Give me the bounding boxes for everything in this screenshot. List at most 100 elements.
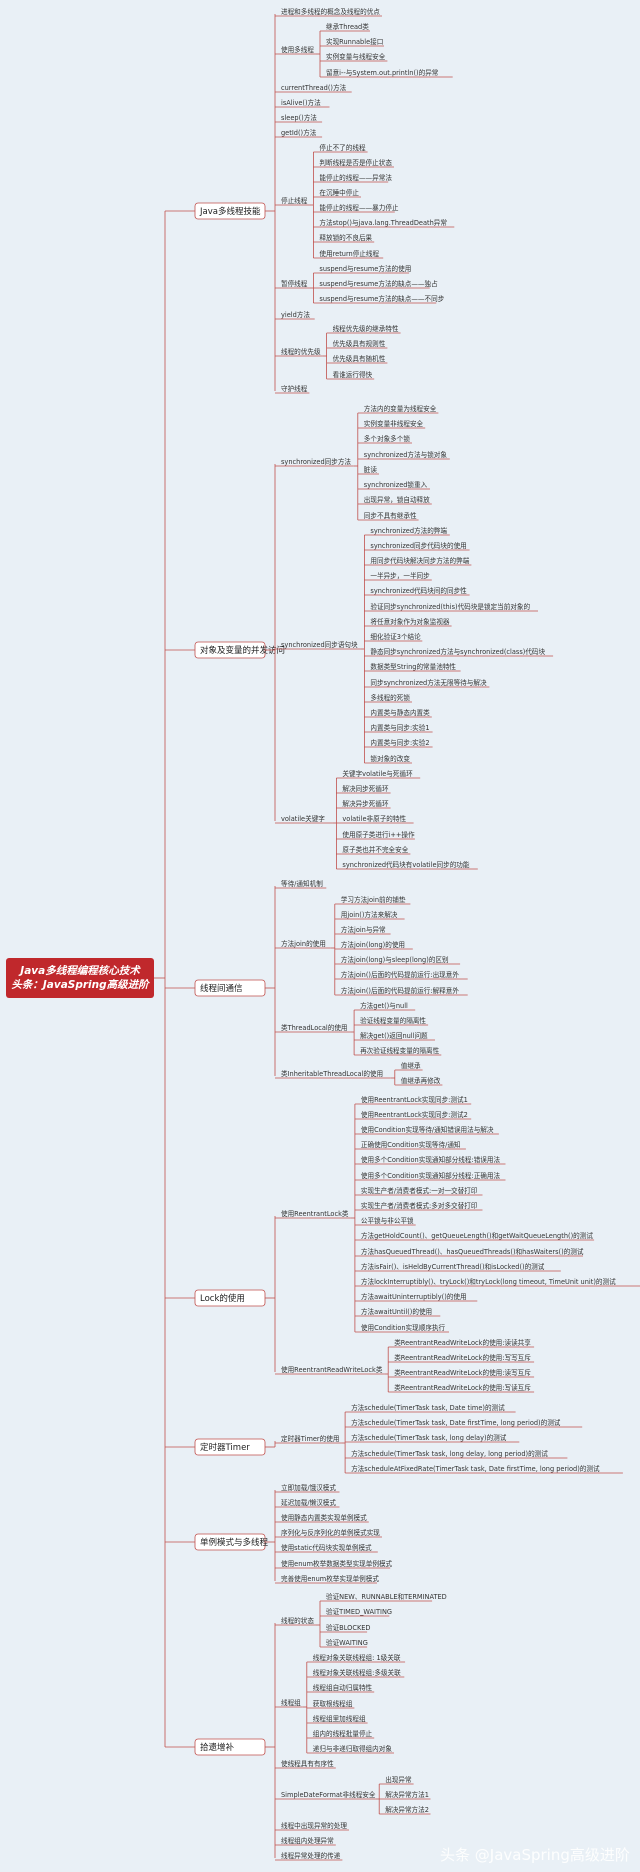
leaf-label[interactable]: 验证同步synchronized(this)代码块是锁定当前对象的 bbox=[370, 602, 530, 611]
leaf-label[interactable]: 多个对象多个锁 bbox=[364, 434, 411, 443]
leaf-label[interactable]: 在沉睡中停止 bbox=[319, 188, 359, 197]
leaf-label[interactable]: 方法schedule(TimerTask task, Date firstTim… bbox=[351, 1418, 561, 1427]
leaf-label[interactable]: 继承Thread类 bbox=[326, 22, 369, 31]
leaf-label[interactable]: 使用Condition实现顺序执行 bbox=[361, 1323, 446, 1332]
leaf-label[interactable]: 线程组自动归属特性 bbox=[313, 1683, 373, 1692]
leaf-label[interactable]: 同步不具有继承性 bbox=[364, 511, 417, 520]
leaf-label[interactable]: 优先级具有随机性 bbox=[333, 354, 386, 363]
leaf-label[interactable]: suspend与resume方法的使用 bbox=[319, 264, 411, 273]
leaf-label[interactable]: yield方法 bbox=[281, 310, 310, 319]
branch-label[interactable]: synchronized同步语句块 bbox=[281, 640, 358, 649]
leaf-label[interactable]: 解决get()返回null问题 bbox=[360, 1031, 428, 1040]
leaf-label[interactable]: 方法lockInterruptibly()、tryLock()和tryLock(… bbox=[361, 1277, 616, 1286]
leaf-label[interactable]: 类ReentrantReadWriteLock的使用:读写互斥 bbox=[394, 1368, 531, 1377]
leaf-label[interactable]: 验证NEW、RUNNABLE和TERMINATED bbox=[326, 1592, 447, 1601]
leaf-label[interactable]: 递归与非递归取得组内对象 bbox=[313, 1744, 393, 1753]
leaf-label[interactable]: 方法schedule(TimerTask task, long delay, l… bbox=[351, 1449, 548, 1458]
leaf-label[interactable]: 用join()方法来解决 bbox=[341, 910, 398, 919]
branch-label[interactable]: synchronized同步方法 bbox=[281, 457, 351, 466]
branch-label[interactable]: 类InheritableThreadLocal的使用 bbox=[281, 1069, 383, 1078]
leaf-label[interactable]: 值继承再修改 bbox=[401, 1076, 441, 1085]
leaf-label[interactable]: 类ReentrantReadWriteLock的使用:写写互斥 bbox=[394, 1353, 531, 1362]
leaf-label[interactable]: 使用return停止线程 bbox=[319, 249, 379, 258]
leaf-label[interactable]: synchronized同步代码块的使用 bbox=[370, 541, 466, 550]
leaf-label[interactable]: 验证WAITING bbox=[326, 1638, 368, 1647]
leaf-label[interactable]: 验证线程变量的隔离性 bbox=[360, 1016, 426, 1025]
leaf-label[interactable]: 方法hasQueuedThread()、hasQueuedThreads()和h… bbox=[361, 1247, 584, 1256]
leaf-label[interactable]: 方法join(long)的使用 bbox=[341, 940, 405, 949]
leaf-label[interactable]: 线程组内处理异常 bbox=[281, 1836, 334, 1845]
leaf-label[interactable]: 解决同步死循环 bbox=[342, 784, 389, 793]
leaf-label[interactable]: 能停止的线程——异常法 bbox=[319, 173, 392, 182]
leaf-label[interactable]: synchronized代码块有volatile同步的功能 bbox=[342, 860, 469, 869]
leaf-label[interactable]: 等待/通知机制 bbox=[281, 879, 323, 888]
leaf-label[interactable]: 方法schedule(TimerTask task, long delay)的测… bbox=[351, 1433, 507, 1442]
leaf-label[interactable]: 原子类也并不完全安全 bbox=[342, 845, 408, 854]
leaf-label[interactable]: 实例变量非线程安全 bbox=[364, 419, 424, 428]
leaf-label[interactable]: 线程对象关联线程组: 1级关联 bbox=[313, 1653, 401, 1662]
branch-label[interactable]: 方法join的使用 bbox=[281, 939, 326, 948]
leaf-label[interactable]: 使线程具有有序性 bbox=[281, 1759, 334, 1768]
leaf-label[interactable]: 方法内的变量为线程安全 bbox=[364, 404, 437, 413]
branch-label[interactable]: 使用ReentrantLock类 bbox=[281, 1209, 349, 1218]
branch-label[interactable]: SimpleDateFormat非线程安全 bbox=[281, 1790, 376, 1799]
category-node[interactable]: Java多线程技能 bbox=[194, 202, 266, 220]
leaf-label[interactable]: 验证TIMED_WAITING bbox=[326, 1607, 392, 1616]
leaf-label[interactable]: 方法stop()与java.lang.ThreadDeath异常 bbox=[319, 218, 447, 227]
leaf-label[interactable]: 学习方法join前的铺垫 bbox=[341, 895, 406, 904]
leaf-label[interactable]: 公平锁与非公平锁 bbox=[361, 1216, 414, 1225]
leaf-label[interactable]: 方法get()与null bbox=[360, 1001, 408, 1010]
leaf-label[interactable]: 锁对象的改变 bbox=[370, 754, 410, 763]
leaf-label[interactable]: 脏读 bbox=[364, 465, 378, 474]
category-node[interactable]: 单例模式与多线程 bbox=[194, 1533, 269, 1551]
leaf-label[interactable]: 使用enum枚举数据类型实现单例模式 bbox=[281, 1559, 393, 1568]
leaf-label[interactable]: 关键字volatile与死循环 bbox=[342, 769, 413, 778]
leaf-label[interactable]: synchronized代码块间的同步性 bbox=[370, 586, 467, 595]
leaf-label[interactable]: synchronized锁重入 bbox=[364, 480, 428, 489]
leaf-label[interactable]: 线程中出现异常的处理 bbox=[281, 1821, 347, 1830]
leaf-label[interactable]: 进程和多线程的概念及线程的优点 bbox=[281, 7, 380, 16]
leaf-label[interactable]: 将任意对象作为对象监视器 bbox=[370, 617, 450, 626]
category-node[interactable]: 拾遗增补 bbox=[194, 1738, 266, 1756]
leaf-label[interactable]: 使用多个Condition实现通知部分线程:正确用法 bbox=[361, 1171, 501, 1180]
leaf-label[interactable]: 实例变量与线程安全 bbox=[326, 52, 386, 61]
category-node[interactable]: 线程间通信 bbox=[194, 979, 266, 997]
leaf-label[interactable]: 方法scheduleAtFixedRate(TimerTask task, Da… bbox=[351, 1464, 600, 1473]
leaf-label[interactable]: 用同步代码块解决同步方法的弊端 bbox=[370, 556, 469, 565]
leaf-label[interactable]: 数据类型String的常量池特性 bbox=[370, 662, 456, 671]
leaf-label[interactable]: suspend与resume方法的缺点——不同步 bbox=[319, 294, 444, 303]
leaf-label[interactable]: 内置类与同步:实验1 bbox=[370, 723, 429, 732]
leaf-label[interactable]: volatile非原子的特性 bbox=[342, 814, 406, 823]
leaf-label[interactable]: 方法awaitUntil()的使用 bbox=[361, 1307, 432, 1316]
leaf-label[interactable]: 再次验证线程变量的隔离性 bbox=[360, 1046, 440, 1055]
leaf-label[interactable]: 正确使用Condition实现等待/通知 bbox=[361, 1140, 461, 1149]
leaf-label[interactable]: 看谁运行得快 bbox=[333, 370, 373, 379]
leaf-label[interactable]: 线程对象关联线程组:多级关联 bbox=[313, 1668, 401, 1677]
leaf-label[interactable]: 细化验证3个结论 bbox=[370, 632, 421, 641]
leaf-label[interactable]: 使用Condition实现等待/通知错误用法与解决 bbox=[361, 1125, 494, 1134]
leaf-label[interactable]: isAlive()方法 bbox=[281, 98, 321, 107]
leaf-label[interactable]: 静态同步synchronized方法与synchronized(class)代码… bbox=[370, 647, 545, 656]
leaf-label[interactable]: 方法awaitUninterruptibly()的使用 bbox=[361, 1292, 467, 1301]
leaf-label[interactable]: 方法join(long)与sleep(long)的区别 bbox=[341, 955, 449, 964]
leaf-label[interactable]: 一半异步，一半同步 bbox=[370, 571, 430, 580]
leaf-label[interactable]: 使用原子类进行i++操作 bbox=[342, 830, 415, 839]
leaf-label[interactable]: 优先级具有规则性 bbox=[333, 339, 386, 348]
leaf-label[interactable]: 使用static代码块实现单例模式 bbox=[281, 1543, 372, 1552]
leaf-label[interactable]: 出现异常，锁自动释放 bbox=[364, 495, 430, 504]
leaf-label[interactable]: 方法join()后面的代码提前运行:解释意外 bbox=[341, 986, 460, 995]
leaf-label[interactable]: 实现Runnable接口 bbox=[326, 37, 383, 46]
category-node[interactable]: Lock的使用 bbox=[194, 1289, 266, 1307]
branch-label[interactable]: 使用多线程 bbox=[281, 45, 314, 54]
leaf-label[interactable]: 验证BLOCKED bbox=[326, 1623, 371, 1632]
leaf-label[interactable]: 使用静态内置类实现单例模式 bbox=[281, 1513, 367, 1522]
leaf-label[interactable]: 解决异常方法2 bbox=[385, 1805, 429, 1814]
leaf-label[interactable]: 判断线程是否是停止状态 bbox=[319, 158, 392, 167]
leaf-label[interactable]: 线程异常处理的传递 bbox=[281, 1851, 341, 1860]
leaf-label[interactable]: 完善使用enum枚举实现单例模式 bbox=[281, 1574, 379, 1583]
leaf-label[interactable]: 释放锁的不良后果 bbox=[319, 233, 372, 242]
leaf-label[interactable]: 解决异常方法1 bbox=[385, 1790, 429, 1799]
leaf-label[interactable]: 获取根线程组 bbox=[313, 1699, 353, 1708]
branch-label[interactable]: 线程的状态 bbox=[281, 1616, 314, 1625]
